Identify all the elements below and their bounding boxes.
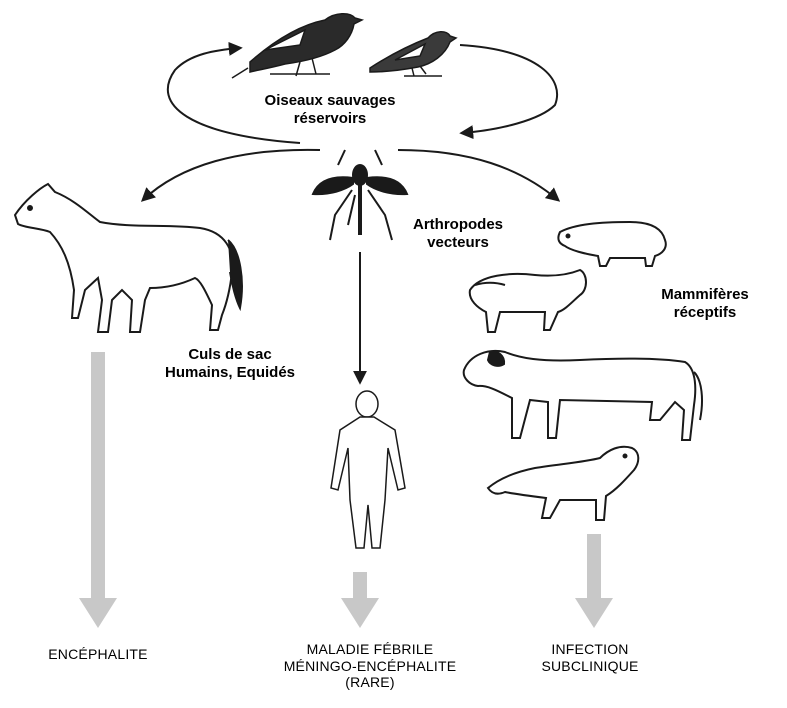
outcome-febrile-line-1: MALADIE FÉBRILE xyxy=(250,641,490,658)
label-deadend-line-2: Humains, Equidés xyxy=(120,364,340,382)
label-mammals-line-2: réceptifs xyxy=(640,304,770,322)
outcome-arrow-mammals xyxy=(575,534,613,628)
outcome-encephalitis: ENCÉPHALITE xyxy=(18,646,178,663)
outcome-febrile-illness: MALADIE FÉBRILE MÉNINGO-ENCÉPHALITE (RAR… xyxy=(250,641,490,691)
outcome-subclinical-line-2: SUBCLINIQUE xyxy=(500,658,680,675)
label-mammals-line-1: Mammifères xyxy=(640,286,770,304)
arrow-to-mammals xyxy=(398,150,558,200)
label-deadend-line-1: Culs de sac xyxy=(120,346,340,364)
label-wild-birds-reservoirs: Oiseaux sauvages réservoirs xyxy=(215,92,445,127)
outcome-subclinical-infection: INFECTION SUBCLINIQUE xyxy=(500,641,680,674)
pig-icon xyxy=(558,222,665,266)
arrow-to-horse xyxy=(143,150,320,200)
horse-icon xyxy=(15,184,242,332)
label-birds-line-1: Oiseaux sauvages xyxy=(215,92,445,110)
cycle-arc-right xyxy=(460,45,557,133)
outcome-arrow-horse xyxy=(79,352,117,628)
dog-icon xyxy=(488,447,638,520)
cow-icon xyxy=(464,351,702,440)
label-arthropods-line-1: Arthropodes xyxy=(393,216,523,234)
outcome-febrile-line-3: (RARE) xyxy=(250,674,490,691)
human-icon xyxy=(331,391,405,548)
outcome-encephalitis-line-1: ENCÉPHALITE xyxy=(18,646,178,663)
finch-icon xyxy=(370,32,456,76)
bird-icon xyxy=(232,14,362,78)
outcome-febrile-line-2: MÉNINGO-ENCÉPHALITE xyxy=(250,658,490,675)
label-birds-line-2: réservoirs xyxy=(215,110,445,128)
label-arthropods-line-2: vecteurs xyxy=(393,234,523,252)
label-arthropod-vectors: Arthropodes vecteurs xyxy=(393,216,523,251)
sheep-icon xyxy=(470,270,586,332)
label-dead-end-hosts: Culs de sac Humains, Equidés xyxy=(120,346,340,381)
outcome-arrow-human xyxy=(341,572,379,628)
label-receptive-mammals: Mammifères réceptifs xyxy=(640,286,770,321)
outcome-subclinical-line-1: INFECTION xyxy=(500,641,680,658)
